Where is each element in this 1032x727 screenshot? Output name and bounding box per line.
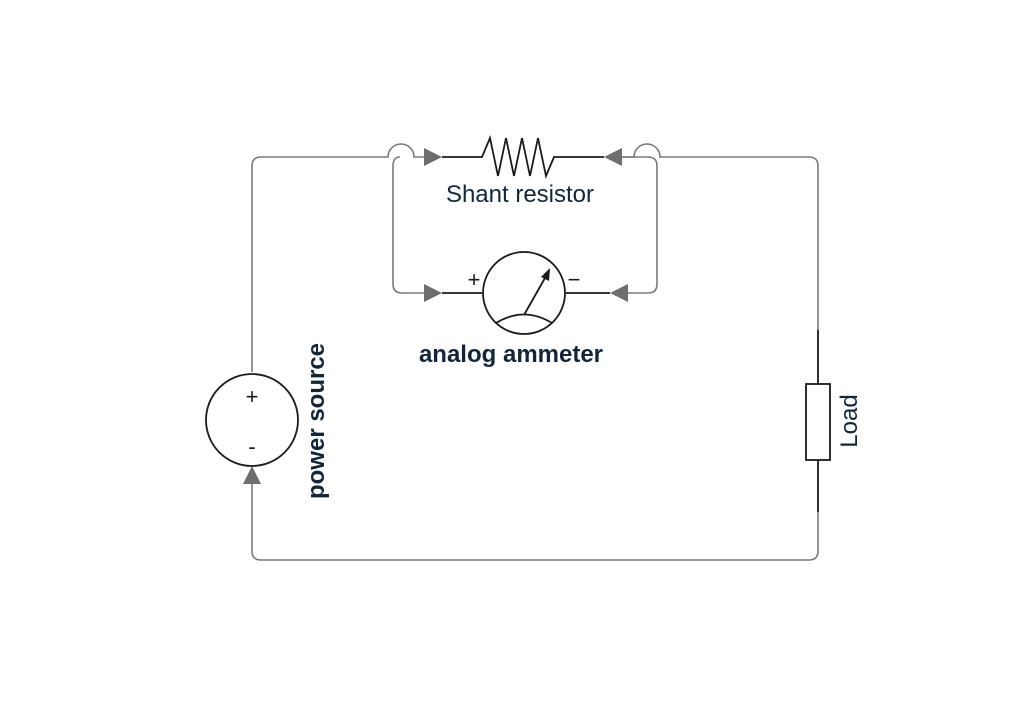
load-label: Load <box>836 394 863 447</box>
resistor-zigzag <box>442 134 604 180</box>
ammeter-dial <box>482 251 566 335</box>
arrow-into-ammeter-left <box>424 284 442 302</box>
analog-ammeter <box>442 251 610 335</box>
wire-source-to-shunt <box>251 143 430 372</box>
arrow-into-shunt-left <box>424 148 442 166</box>
wire-load-to-source <box>251 482 819 561</box>
load-body <box>805 383 831 461</box>
wire-branch-left <box>392 156 430 294</box>
power-source <box>205 373 299 467</box>
arrow-into-source <box>243 466 261 484</box>
ammeter-plus-sign: + <box>468 267 481 292</box>
ammeter-needle-tip <box>541 268 550 281</box>
power-source-circle <box>205 373 299 467</box>
wire-shunt-to-load <box>608 143 819 330</box>
power-source-minus-sign: - <box>248 434 255 459</box>
load <box>805 330 831 512</box>
power-source-plus-sign: + <box>246 384 259 409</box>
arrow-into-shunt-right <box>604 148 622 166</box>
wire-branch-right <box>622 156 658 294</box>
shunt-resistor-label: Shant resistor <box>446 181 594 208</box>
arrow-into-ammeter-right <box>610 284 628 302</box>
power-source-label: power source <box>303 343 330 499</box>
ammeter-minus-sign: − <box>568 267 581 292</box>
ammeter-label: analog ammeter <box>419 341 603 368</box>
ammeter-needle <box>523 277 546 316</box>
shunt-resistor <box>442 134 604 180</box>
